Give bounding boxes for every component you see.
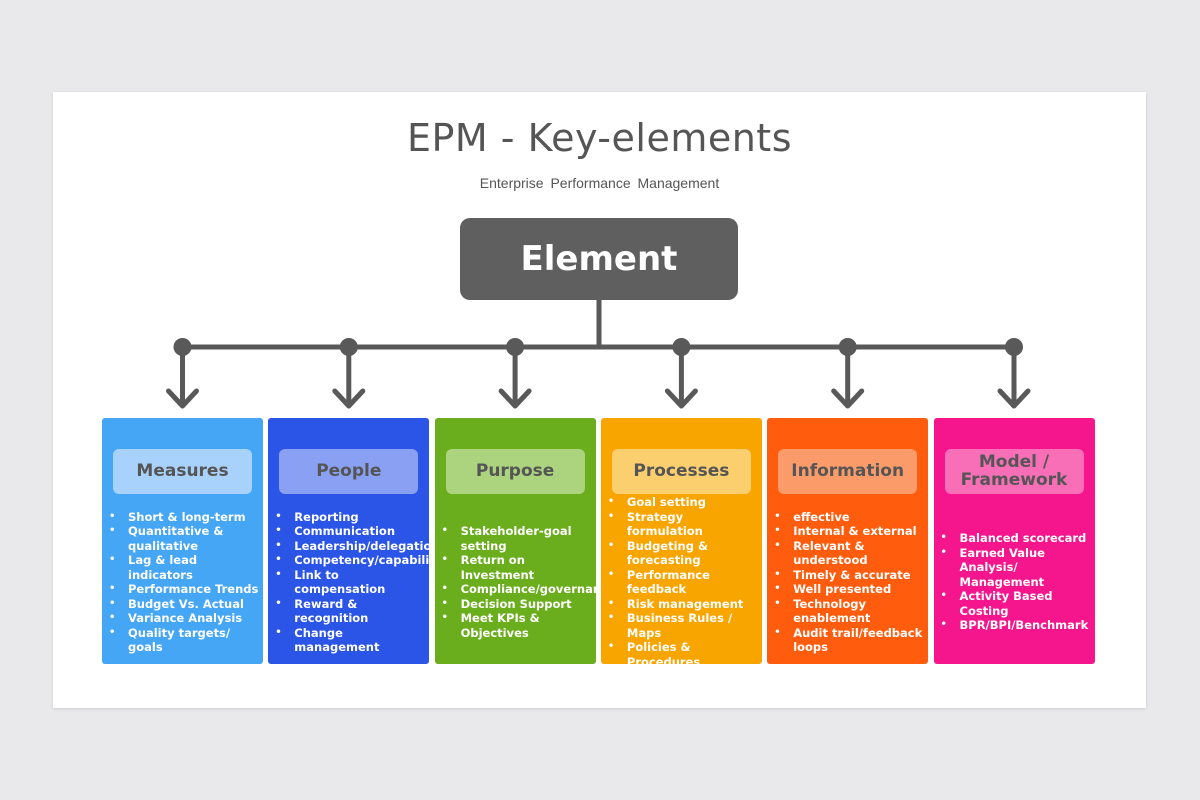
- element-card-list: ReportingCommunicationLeadership/delegat…: [272, 508, 442, 656]
- list-item: Internal & external: [771, 524, 924, 539]
- element-card-heading: People: [279, 449, 419, 494]
- arrow-down-icon: [332, 388, 366, 409]
- list-item: Stakeholder-goal setting: [439, 524, 592, 553]
- element-card-heading: Measures: [113, 449, 252, 494]
- list-item: Link to compensation: [272, 568, 425, 597]
- list-item: Quantitative & qualitative: [106, 524, 259, 553]
- list-item: Relevant & understood: [771, 539, 924, 568]
- element-card: PeopleReportingCommunicationLeadership/d…: [268, 418, 442, 664]
- element-card-list: Balanced scorecardEarned Value Analysis/…: [938, 508, 1091, 656]
- list-item: Return on Investment: [439, 553, 592, 582]
- list-item: Quality targets/ goals: [106, 626, 259, 655]
- element-card: Model / FrameworkBalanced scorecardEarne…: [933, 418, 1095, 664]
- connector-lines: [166, 300, 1031, 409]
- list-item: Well presented: [771, 582, 924, 597]
- list-item: Communication: [272, 524, 425, 539]
- element-card-heading: Processes: [611, 449, 751, 494]
- list-item: Reporting: [272, 510, 425, 525]
- list-item: Budgeting & forecasting: [605, 539, 758, 568]
- list-item: Performance Trends: [106, 582, 259, 597]
- list-item: Risk management: [605, 597, 758, 612]
- list-item: Strategy formulation: [605, 510, 758, 539]
- list-item: Lag & lead indicators: [106, 553, 259, 582]
- element-card-list: Short & long-termQuantitative & qualitat…: [106, 508, 259, 656]
- list-item: Variance Analysis: [106, 611, 259, 626]
- list-item: Earned Value Analysis/ Management: [938, 546, 1091, 590]
- arrow-down-icon: [831, 388, 865, 409]
- list-item: Business Rules / Maps: [605, 611, 758, 640]
- list-item: Short & long-term: [106, 510, 259, 525]
- arrow-down-icon: [498, 388, 532, 409]
- list-item: Competency/capability: [272, 553, 442, 568]
- list-item: Timely & accurate: [771, 568, 924, 583]
- list-item: Technology enablement: [771, 597, 924, 626]
- diagram-subtitle: Enterprise Performance Management: [479, 175, 720, 191]
- list-item: Performance feedback: [605, 568, 758, 597]
- list-item: Meet KPIs & Objectives: [439, 611, 592, 640]
- element-card-list: effectiveInternal & externalRelevant & u…: [771, 508, 924, 656]
- diagram-title: EPM - Key-elements: [406, 116, 792, 160]
- element-card: PurposeStakeholder-goal settingReturn on…: [434, 418, 616, 664]
- arrow-down-icon: [166, 388, 199, 409]
- list-item: BPR/BPI/Benchmark: [938, 618, 1091, 633]
- list-item: Audit trail/feedback loops: [771, 626, 924, 655]
- list-item: Activity Based Costing: [938, 589, 1091, 618]
- element-card-heading: Purpose: [445, 449, 585, 494]
- root-element-box: Element: [460, 218, 738, 300]
- list-item: Budget Vs. Actual: [106, 597, 259, 612]
- element-card-heading: Model / Framework: [944, 449, 1084, 494]
- list-item: effective: [771, 510, 924, 525]
- list-item: Balanced scorecard: [938, 531, 1091, 546]
- arrow-down-icon: [664, 388, 698, 409]
- slide: EPM - Key-elements Enterprise Performanc…: [53, 92, 1146, 708]
- list-item: Leadership/delegation: [272, 539, 439, 554]
- list-item: Reward & recognition: [272, 597, 425, 626]
- element-card: ProcessesGoal settingStrategy formulatio…: [600, 418, 762, 669]
- list-item: Policies & Procedures: [605, 640, 758, 669]
- arrow-down-icon: [997, 388, 1031, 409]
- element-card: Information effectiveInternal & externalR…: [767, 418, 929, 664]
- element-card-list: Stakeholder-goal settingReturn on Invest…: [439, 508, 616, 656]
- element-card-list: Goal settingStrategy formulationBudgetin…: [605, 495, 758, 669]
- element-card: MeasuresShort & long-termQuantitative & …: [102, 418, 263, 664]
- list-item: Change management: [272, 626, 425, 655]
- element-card-heading: Information: [778, 449, 918, 494]
- list-item: Compliance/governance: [439, 582, 616, 597]
- root-element-label: Element: [520, 239, 678, 279]
- list-item: Goal setting: [605, 495, 758, 510]
- list-item: Decision Support: [439, 597, 592, 612]
